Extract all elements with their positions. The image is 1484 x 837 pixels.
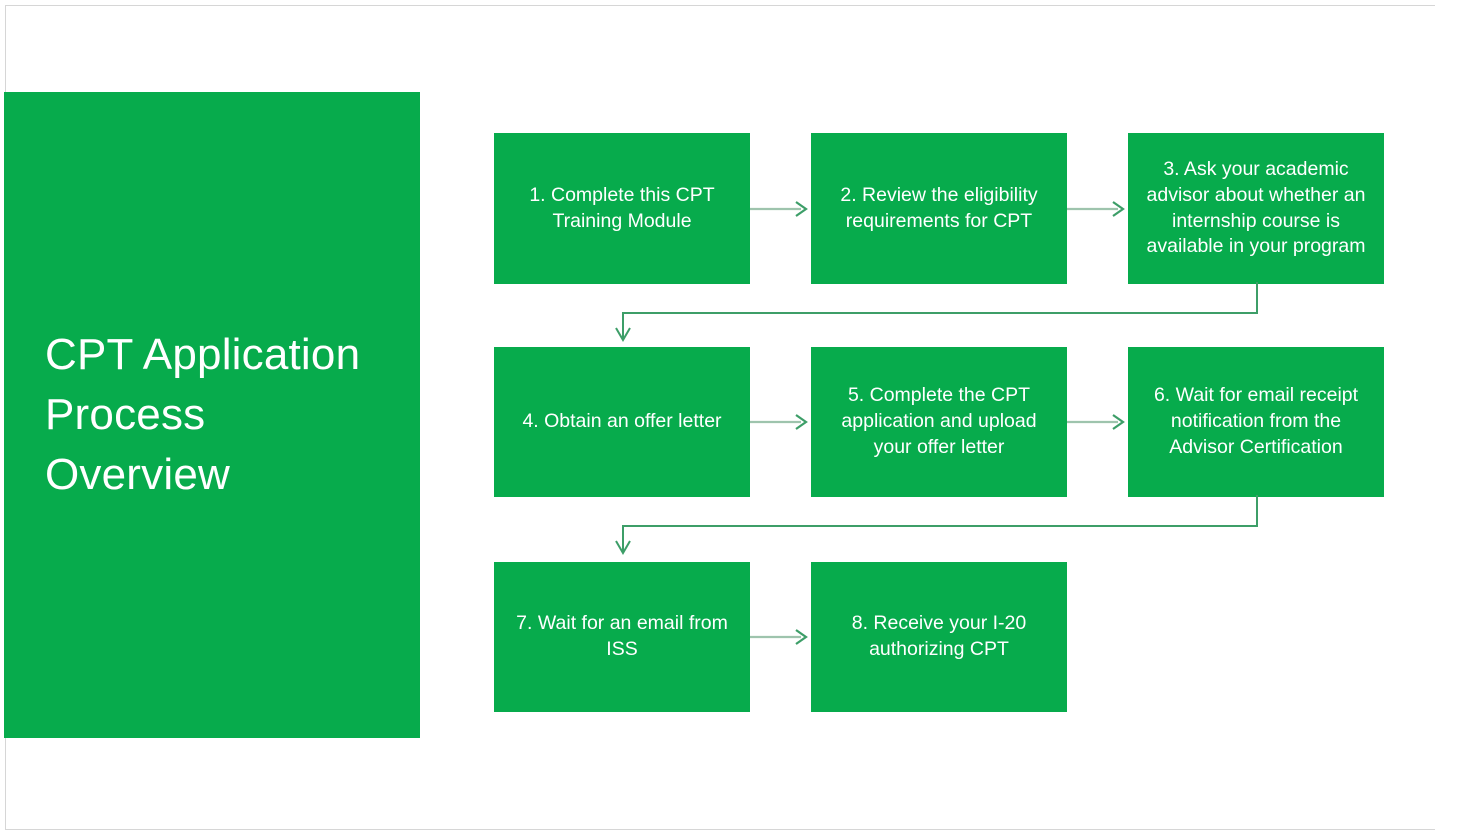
connector-step-6-to-7	[615, 495, 1258, 555]
connector-step-3-to-4	[615, 282, 1258, 342]
flow-step-7-box[interactable]: 7. Wait for an email from ISS	[494, 562, 750, 712]
flow-step-4-box[interactable]: 4. Obtain an offer letter	[494, 347, 750, 497]
flow-step-8-label: 8. Receive your I-20 authorizing CPT	[851, 612, 1027, 660]
slide-title-panel: CPT Application Process Overview	[4, 92, 420, 738]
flow-step-5-box[interactable]: 5. Complete the CPT application and uplo…	[811, 347, 1067, 497]
arrow-step-2-to-3-icon	[1067, 201, 1125, 217]
arrow-step-5-to-6-icon	[1067, 414, 1125, 430]
vertical-scrollbar-track[interactable]	[1435, 0, 1484, 837]
flow-step-1-label: 1. Complete this CPT Training Module	[529, 183, 715, 232]
flow-step-5-label: 5. Complete the CPT application and uplo…	[841, 384, 1037, 458]
flow-step-2-box[interactable]: 2. Review the eligibility requirements f…	[811, 133, 1067, 284]
flow-step-2-label: 2. Review the eligibility requirements f…	[840, 183, 1038, 232]
arrow-step-7-to-8-icon	[750, 629, 808, 645]
arrow-step-1-to-2-icon	[750, 201, 808, 217]
flow-step-1-box[interactable]: 1. Complete this CPT Training Module	[494, 133, 750, 284]
flow-step-3-label: 3. Ask your academic advisor about wheth…	[1146, 157, 1366, 258]
flow-step-3-box[interactable]: 3. Ask your academic advisor about wheth…	[1128, 133, 1384, 284]
flow-step-6-label: 6. Wait for email receipt notification f…	[1153, 384, 1359, 458]
flow-step-6-box[interactable]: 6. Wait for email receipt notification f…	[1128, 347, 1384, 497]
flow-step-8-box[interactable]: 8. Receive your I-20 authorizing CPT	[811, 562, 1067, 712]
flow-step-4-label: 4. Obtain an offer letter	[522, 410, 722, 433]
flow-step-7-label: 7. Wait for an email from ISS	[516, 612, 728, 660]
arrow-step-4-to-5-icon	[750, 414, 808, 430]
page-title: CPT Application Process Overview	[45, 330, 361, 499]
